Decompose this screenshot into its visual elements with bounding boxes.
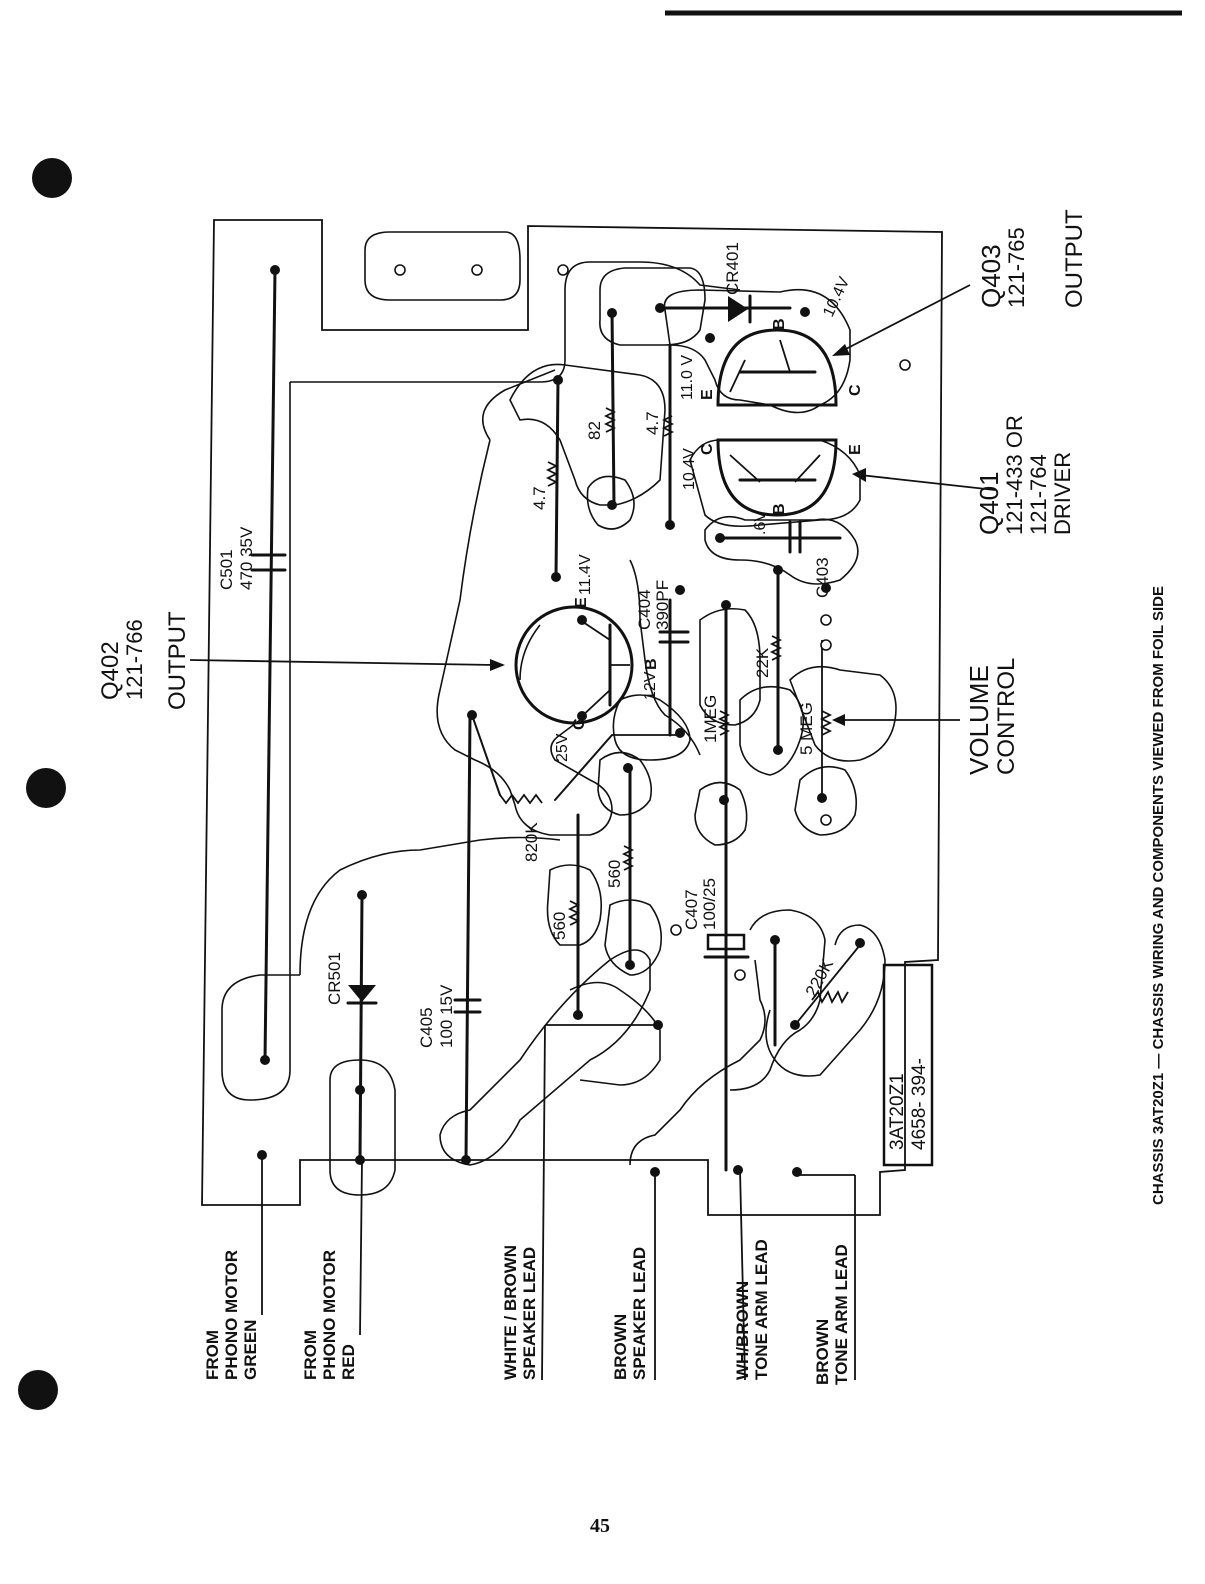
voltage-0-6: .6V [752, 511, 769, 535]
r-820k-label: 820K [522, 822, 541, 862]
phono-green-line2: PHONO MOTOR [222, 1250, 241, 1380]
q403-pin-b: B [771, 318, 788, 330]
q402-pin-e: E [573, 597, 590, 608]
r-4-7a-label: 4.7 [530, 486, 549, 510]
c501-ref: C501 [217, 549, 236, 590]
solder-pads [257, 265, 865, 1177]
r-1meg-label: 1MEG [701, 695, 720, 743]
white-brown-speaker-line1: WHITE / BROWN [501, 1245, 520, 1380]
q401-pin-b: B [771, 503, 788, 515]
q402-part: 121-766 [122, 619, 147, 700]
q401-pin-e: E [847, 444, 864, 455]
c404-ref: C404 [635, 589, 654, 630]
wh-brown-tone-line2: TONE ARM LEAD [752, 1239, 771, 1380]
c403-ref: C403 [813, 557, 832, 598]
phono-green-line1: FROM [203, 1330, 222, 1380]
r-220k-label: 220K [802, 955, 838, 1000]
q402-pin-b: B [643, 658, 660, 670]
c407-ref: C407 [682, 889, 701, 930]
phono-red-line1: FROM [301, 1330, 320, 1380]
r-5meg-label: 5 MEG [797, 702, 816, 755]
binder-hole [18, 1370, 58, 1410]
brown-tone-line2: TONE ARM LEAD [832, 1244, 851, 1385]
voltage-12: 12V [642, 671, 659, 700]
mounting-holes [394, 264, 911, 981]
brown-tone-line1: BROWN [813, 1319, 832, 1385]
volume-label: VOLUME [964, 665, 994, 775]
r-22k-label: 22K [753, 647, 772, 678]
q401-id: Q401 [974, 471, 1004, 535]
binder-hole [26, 768, 66, 808]
q403-id: Q403 [976, 244, 1006, 308]
control-label: CONTROL [993, 658, 1020, 775]
q402-role: OUTPUT [164, 611, 191, 710]
foil-traces [221, 231, 897, 1196]
white-brown-speaker-line2: SPEAKER LEAD [520, 1247, 539, 1380]
cr501-ref: CR501 [325, 952, 344, 1005]
c405-value: 100 15V [437, 984, 456, 1048]
binder-hole [32, 158, 72, 198]
page-number: 45 [590, 1515, 610, 1537]
q402-pin-c: C [571, 718, 588, 730]
wh-brown-tone-line1: WH/BROWN [733, 1281, 752, 1380]
r-4-7b-label: 4.7 [643, 411, 662, 435]
q403-part: 121-765 [1004, 227, 1029, 308]
transistor-q401-symbol [716, 438, 838, 517]
c501-value: 470 35V [237, 526, 256, 590]
q401-part2: 121-764 [1026, 454, 1051, 535]
q403-role: OUTPUT [1061, 209, 1088, 308]
q401-role: DRIVER [1050, 452, 1075, 535]
c407-value: 100/25 [700, 878, 719, 930]
phono-red-line3: RED [339, 1344, 358, 1380]
component-wiring [189, 268, 996, 1381]
r-560a-label: 560 [550, 912, 569, 940]
phono-green-line3: GREEN [241, 1320, 260, 1380]
cr401-ref: CR401 [723, 242, 742, 295]
page-caption: CHASSIS 3AT20Z1 — CHASSIS WIRING AND COM… [1150, 586, 1167, 1205]
board-id-line2: 4658- 394- [909, 1058, 930, 1150]
phono-red-line2: PHONO MOTOR [320, 1250, 339, 1380]
voltage-10-4a: 10.4V [681, 448, 698, 490]
r-560b-label: 560 [605, 860, 624, 888]
voltage-25: 25V [554, 733, 571, 762]
brown-speaker-line1: BROWN [611, 1314, 630, 1380]
transistor-q403-symbol [716, 328, 838, 407]
q402-id: Q402 [97, 641, 124, 700]
voltage-11-0: 11.0 V [679, 355, 696, 400]
brown-speaker-line2: SPEAKER LEAD [630, 1247, 649, 1380]
board-id-line1: 3AT20Z1 [887, 1073, 908, 1150]
board-outline [201, 219, 943, 1216]
r-82-label: 82 [585, 421, 604, 440]
q403-pin-e: E [699, 389, 716, 400]
voltage-11-4: 11.4V [577, 554, 594, 595]
q403-pin-c: C [847, 384, 864, 396]
transistor-q402-symbol [514, 605, 634, 725]
q401-pin-c: C [699, 443, 716, 455]
c405-ref: C405 [417, 1007, 436, 1048]
q401-part1: 121-433 OR [1002, 415, 1027, 535]
c404-value: 390PF [653, 580, 672, 630]
board-id-box [882, 963, 934, 1167]
